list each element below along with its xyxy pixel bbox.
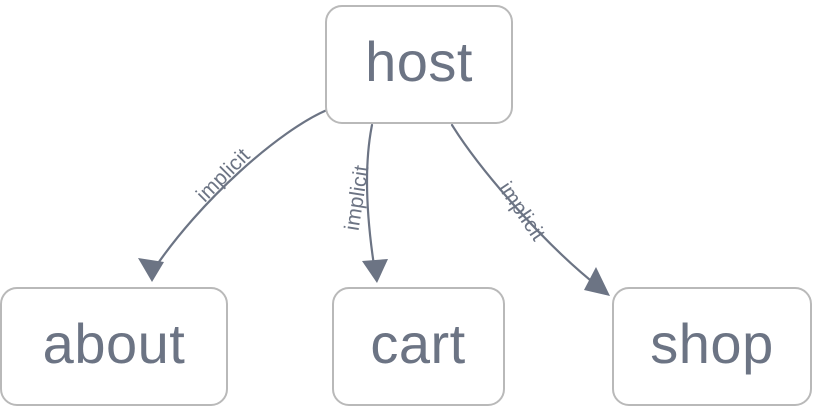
edge-host-to-about[interactable]: implicit — [138, 108, 329, 282]
edges-layer: implicit implicit implicit — [138, 108, 610, 296]
edge-label: implicit — [494, 178, 550, 245]
node-box — [612, 287, 812, 406]
node-cart[interactable]: cart — [332, 287, 505, 406]
edge-line — [365, 123, 377, 274]
arrowhead-icon — [138, 258, 164, 282]
edge-line — [150, 108, 329, 274]
node-about[interactable]: about — [0, 287, 228, 406]
edge-label: implicit — [192, 144, 255, 207]
node-label: host — [365, 30, 473, 93]
edge-host-to-cart[interactable]: implicit — [341, 123, 388, 283]
node-label: shop — [650, 312, 773, 375]
arrowhead-icon — [362, 259, 388, 283]
edge-host-to-shop[interactable]: implicit — [450, 123, 610, 296]
node-box — [332, 287, 505, 406]
node-shop[interactable]: shop — [612, 287, 812, 406]
nodes-layer: host about cart shop — [0, 5, 812, 406]
node-box — [325, 5, 513, 124]
node-label: cart — [370, 312, 465, 375]
node-host[interactable]: host — [325, 5, 513, 124]
arrowhead-icon — [584, 267, 610, 296]
node-box — [0, 287, 228, 406]
edge-line — [450, 123, 602, 290]
node-label: about — [43, 312, 186, 375]
